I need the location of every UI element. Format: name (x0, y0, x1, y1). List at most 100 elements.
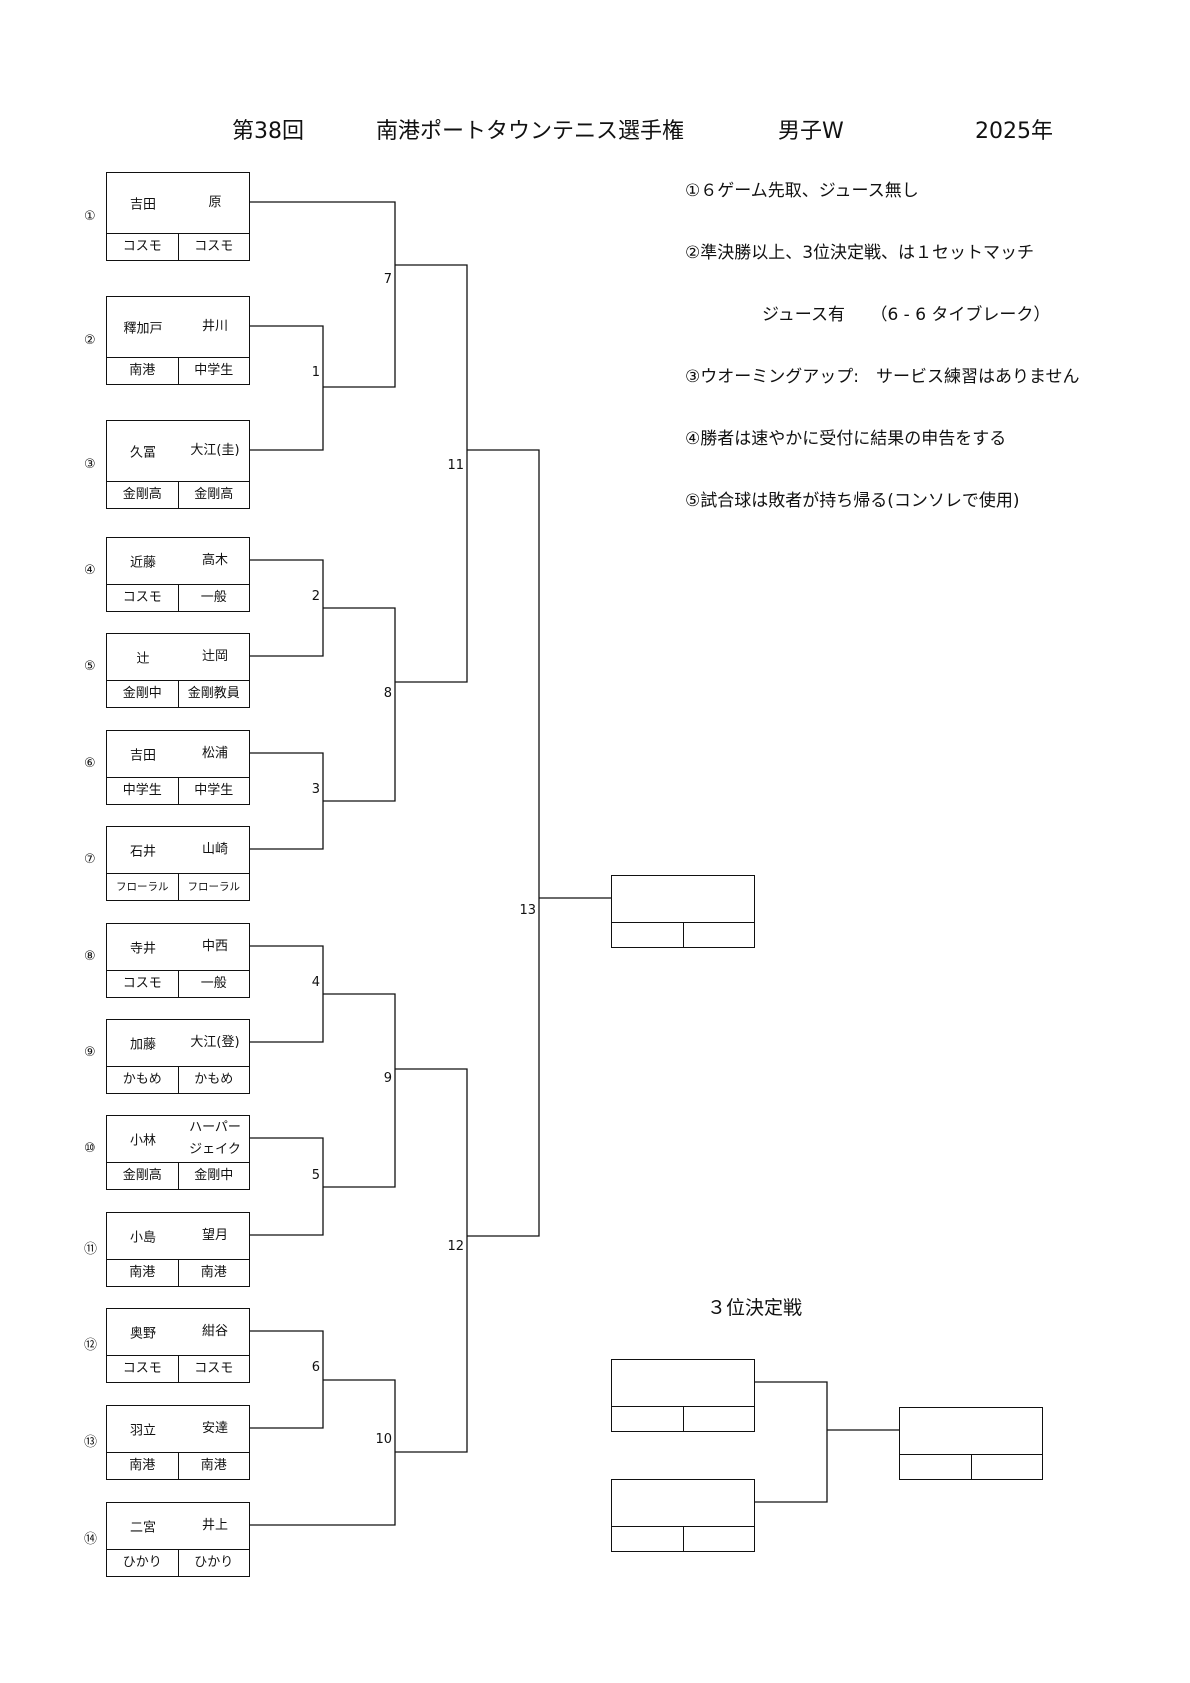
player-name: 原 (208, 195, 222, 210)
player-name: 加藤 (129, 1037, 156, 1053)
seed-number: ④ (84, 563, 96, 578)
player-name: 釋加戸 (123, 321, 163, 337)
seed-number: ⑨ (84, 1045, 96, 1060)
category-label: 男子W (778, 119, 844, 144)
seed-number: ⑭ (84, 1532, 98, 1547)
match-number: 8 (383, 686, 392, 701)
seed-number: ① (84, 209, 96, 224)
entry-8: 寺井中西 コスモ一般 (106, 923, 250, 998)
player-name: 望月 (201, 1228, 228, 1243)
match-number: 3 (311, 782, 320, 797)
player-name: 安達 (201, 1421, 228, 1436)
seed-number: ② (84, 333, 96, 348)
player-name: 奥野 (129, 1326, 156, 1342)
match-number: 11 (447, 458, 464, 473)
match-number: 10 (375, 1432, 392, 1447)
player-name: 辻岡 (201, 649, 228, 664)
player-name: 井上 (201, 1518, 228, 1533)
club-name: 中学生 (177, 358, 250, 384)
club-name: コスモ (122, 590, 162, 605)
match-number: 2 (311, 589, 320, 604)
seed-number: ⑪ (84, 1242, 98, 1257)
club-name: 南港 (129, 1265, 156, 1280)
rule-5: ⑤試合球は敗者が持ち帰る(コンソレで使用) (685, 491, 1020, 511)
player-name: 小島 (129, 1230, 156, 1246)
player-name: ハーパー (189, 1120, 241, 1135)
player-name: 石井 (129, 844, 156, 860)
club-name: ひかり (122, 1555, 162, 1570)
seed-number: ⑦ (84, 852, 96, 867)
match-number: 6 (311, 1360, 320, 1375)
entry-12: 奥野 紺谷 コスモコスモ (106, 1308, 250, 1383)
third-place-entry-box (611, 1359, 755, 1432)
match-number: 5 (311, 1168, 320, 1183)
club-name: 南港 (129, 363, 156, 378)
edition-label: 第38回 (232, 119, 304, 144)
player-name: 松浦 (201, 746, 228, 761)
player-name: 近藤 (129, 555, 156, 571)
player-name: 寺井 (129, 941, 156, 957)
club-name: コスモ (177, 1356, 250, 1382)
third-place-entry-box (611, 1479, 755, 1552)
player-name: 紺谷 (201, 1324, 228, 1339)
club-name: コスモ (177, 234, 250, 260)
seed-number: ⑧ (84, 949, 96, 964)
tournament-title: 南港ポートタウンテニス選手権 (376, 119, 685, 144)
player-name: 山崎 (201, 842, 228, 857)
match-number: 9 (383, 1071, 392, 1086)
entry-9: 加藤 大江(登) かもめかもめ (106, 1019, 250, 1094)
club-name: 金剛高 (177, 482, 250, 508)
club-name: 南港 (129, 1458, 156, 1473)
player-name: 辻 (136, 651, 150, 667)
player-name: 久冨 (129, 445, 156, 461)
player-name: 吉田 (129, 748, 156, 764)
club-name: コスモ (122, 239, 162, 254)
club-name: 金剛中 (177, 1163, 250, 1189)
club-name: かもめ (122, 1072, 162, 1087)
rule-1: ①６ゲーム先取、ジュース無し (685, 181, 919, 201)
club-name: 金剛中 (122, 686, 162, 701)
seed-number: ⑩ (84, 1141, 96, 1156)
player-name: 羽立 (129, 1423, 156, 1439)
entry-4: 近藤 高木 コスモ一般 (106, 537, 250, 612)
entry-6: 吉田 松浦 中学生中学生 (106, 730, 250, 805)
entry-3: 久冨大江(圭) 金剛高金剛高 (106, 420, 250, 509)
player-name: 高木 (201, 553, 228, 568)
entry-5: 辻 辻岡 金剛中金剛教員 (106, 633, 250, 708)
club-name: フローラル (116, 881, 169, 893)
match-number: 4 (311, 975, 320, 990)
club-name: かもめ (177, 1067, 250, 1093)
seed-number: ⑥ (84, 756, 96, 771)
club-name: ひかり (177, 1550, 250, 1576)
club-name: 金剛高 (122, 487, 162, 502)
club-name: フローラル (177, 874, 250, 900)
rule-2-note: ジュース有 （6 - 6 タイブレーク） (762, 305, 1051, 325)
player-name: 大江(登) (190, 1035, 240, 1050)
match-number: 13 (519, 903, 536, 918)
club-name: 金剛教員 (177, 681, 250, 707)
club-name: コスモ (122, 1361, 162, 1376)
seed-number: ③ (84, 457, 96, 472)
entry-13: 羽立 安達 南港 南港 (106, 1405, 250, 1480)
seed-number: ⑤ (84, 659, 96, 674)
player-name: 中西 (201, 939, 228, 954)
rule-3: ③ウオーミングアップ: サービス練習はありません (685, 367, 1080, 387)
club-name: 南港 (177, 1260, 250, 1286)
entry-1: 吉田 原 コスモコスモ (106, 172, 250, 261)
player-name: 吉田 (129, 197, 156, 213)
seed-number: ⑫ (84, 1338, 98, 1353)
player-name: 二宮 (129, 1520, 156, 1536)
year-label: 2025年 (975, 119, 1053, 144)
club-name: 南港 (177, 1453, 250, 1479)
club-name: 中学生 (177, 778, 250, 804)
rule-4: ④勝者は速やかに受付に結果の申告をする (685, 429, 1007, 449)
match-number: 7 (383, 272, 392, 287)
entry-10: 小林ハーパージェイク 金剛高金剛中 (106, 1115, 250, 1190)
entry-7: 石井 山崎 フローラルフローラル (106, 826, 250, 901)
player-name: 小林 (129, 1133, 156, 1149)
entry-14: 二宮 井上 ひかりひかり (106, 1502, 250, 1577)
club-name: 一般 (177, 585, 250, 611)
club-name: 中学生 (122, 783, 162, 798)
player-name: 井川 (201, 319, 228, 334)
